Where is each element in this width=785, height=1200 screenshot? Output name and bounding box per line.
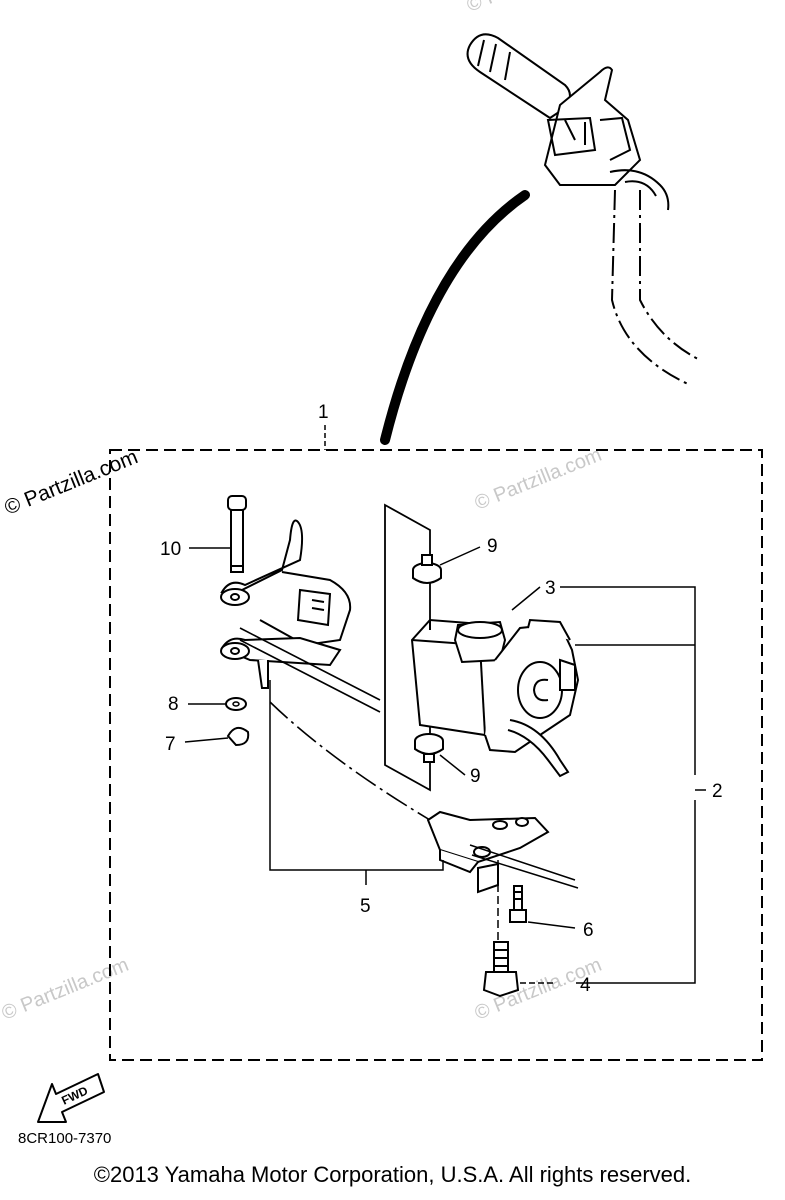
copyright-notice: ©2013 Yamaha Motor Corporation, U.S.A. A… bbox=[93, 1162, 692, 1187]
watermark-left: © Partzilla.com bbox=[1, 445, 141, 519]
leader-cable bbox=[380, 190, 530, 445]
callout-3: 3 bbox=[545, 578, 556, 599]
watermark-lower-left: © Partzilla.com bbox=[0, 954, 132, 1025]
callout-10: 10 bbox=[160, 539, 181, 560]
callout-1: 1 bbox=[318, 402, 329, 423]
washer-part-8-hole bbox=[232, 701, 240, 707]
callout-4: 4 bbox=[580, 975, 591, 996]
callout-leaders bbox=[184, 546, 706, 984]
lever-bracket bbox=[220, 519, 352, 689]
cable-bracket-part-5 bbox=[426, 810, 579, 894]
bolt-part-4 bbox=[482, 941, 520, 998]
assembly-boundary bbox=[109, 449, 763, 1061]
fwd-arrow-icon: FWD bbox=[37, 1073, 105, 1123]
callout-7: 7 bbox=[165, 734, 176, 755]
callout-9-top: 9 bbox=[487, 536, 498, 557]
screw-part-6 bbox=[509, 885, 527, 923]
part-code: 8CR100-7370 bbox=[18, 1130, 112, 1147]
callout-2: 2 bbox=[712, 781, 723, 802]
grommet-part-9-bottom bbox=[414, 733, 444, 763]
switch-housing-part-3 bbox=[410, 618, 580, 778]
callout-6: 6 bbox=[583, 920, 594, 941]
clip-part-7 bbox=[226, 726, 250, 747]
callout-8: 8 bbox=[168, 694, 179, 715]
callout-9-bottom: 9 bbox=[470, 766, 481, 787]
grommet-part-9-top bbox=[412, 554, 442, 584]
handlebar-assembly bbox=[466, 33, 701, 386]
throttle-cable bbox=[239, 627, 431, 821]
watermark-top: © Partzilla.com bbox=[464, 0, 597, 17]
callout-5: 5 bbox=[360, 896, 371, 917]
watermark-mid: © Partzilla.com bbox=[472, 444, 605, 515]
pin-part-10 bbox=[227, 495, 247, 573]
mounting-plate bbox=[384, 503, 431, 792]
